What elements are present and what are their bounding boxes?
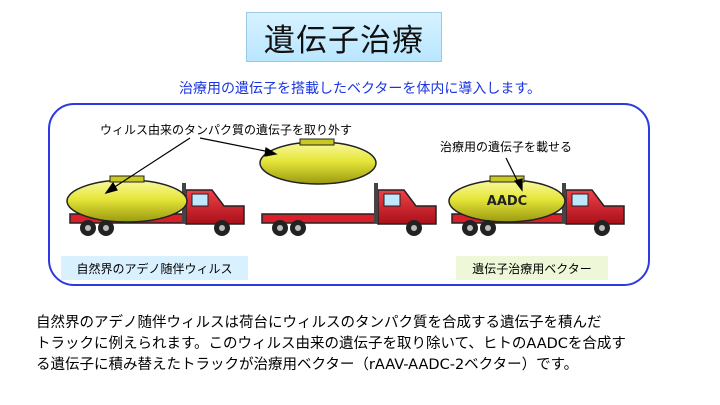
truck-vector: AADC bbox=[448, 175, 625, 236]
arrowhead-natural bbox=[104, 181, 118, 195]
page-title-text: 遺伝子治療 bbox=[264, 22, 424, 59]
arrowhead-vector bbox=[513, 178, 523, 192]
callout-load: 治療用の遺伝子を載せる bbox=[440, 140, 573, 154]
diagram-panel bbox=[48, 103, 650, 286]
description-line-1: 自然界のアデノ随伴ウィルスは荷台にウィルスのタンパク質を合成する遺伝子を積んだ bbox=[36, 315, 602, 331]
label-natural-virus-text: 自然界のアデノ随伴ウィルス bbox=[76, 261, 233, 276]
tank-label: AADC bbox=[487, 194, 527, 209]
subtitle: 治療用の遺伝子を搭載したベクターを体内に導入します。 bbox=[178, 81, 542, 97]
page-title: 遺伝子治療 bbox=[246, 12, 442, 62]
truck-empty bbox=[261, 183, 437, 236]
label-vector: 遺伝子治療用ベクター bbox=[456, 256, 608, 280]
tank-removed bbox=[259, 138, 377, 185]
truck-natural bbox=[66, 175, 245, 236]
label-natural-virus: 自然界のアデノ随伴ウィルス bbox=[61, 256, 248, 280]
arrowhead-removed bbox=[264, 147, 278, 157]
callout-remove: ウィルス由来のタンパク質の遺伝子を取り外す bbox=[100, 123, 353, 137]
label-vector-text: 遺伝子治療用ベクター bbox=[472, 261, 592, 276]
callout-arrows bbox=[104, 137, 523, 195]
arrow-to-natural-tank bbox=[109, 137, 191, 191]
description-line-3: る遺伝子に積み替えたトラックが治療用ベクター（rAAV-AADC-2ベクター）で… bbox=[36, 357, 579, 373]
description: 自然界のアデノ随伴ウィルスは荷台にウィルスのタンパク質を合成する遺伝子を積んだ … bbox=[36, 313, 696, 376]
description-line-2: トラックに例えられます。このウィルス由来の遺伝子を取り除いて、ヒトのAADCを合… bbox=[36, 336, 626, 352]
arrow-to-removed-tank bbox=[199, 137, 271, 153]
